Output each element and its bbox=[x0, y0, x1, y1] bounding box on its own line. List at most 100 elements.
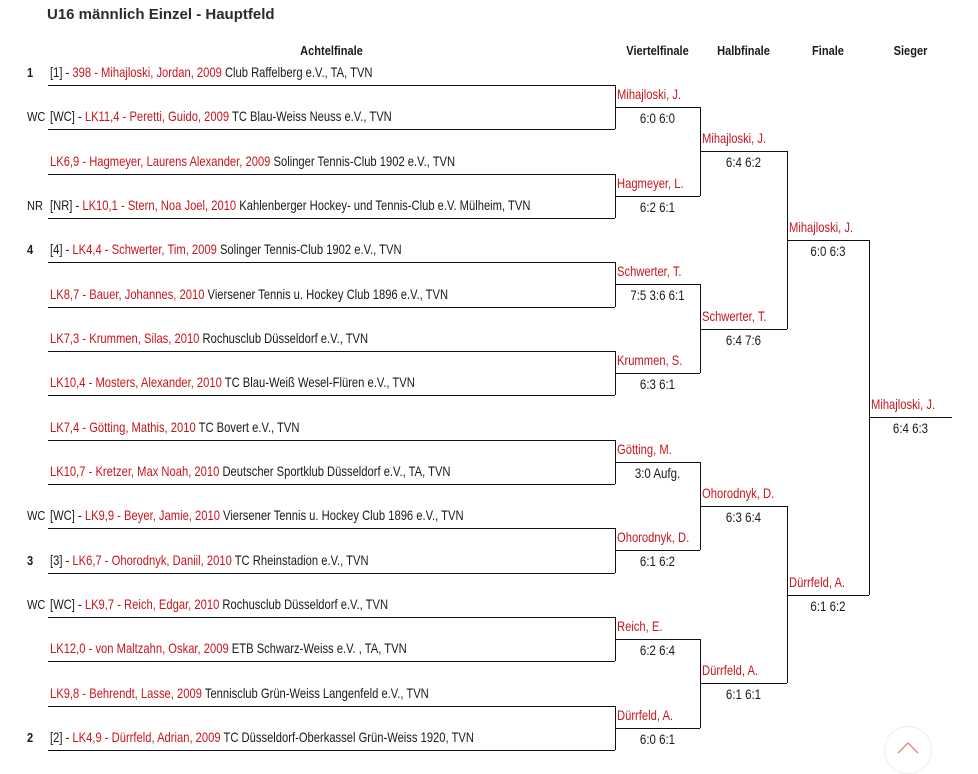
winner-name[interactable]: Krummen, S. bbox=[617, 352, 683, 369]
winner-name[interactable]: Mihajloski, J. bbox=[871, 396, 936, 413]
page-title: U16 männlich Einzel - Hauptfeld bbox=[47, 6, 275, 23]
player-name[interactable]: LK6,9 - Hagmeyer, Laurens Alexander, 200… bbox=[50, 152, 271, 169]
bracket-connector bbox=[615, 616, 616, 662]
player-entry[interactable]: LK6,9 - Hagmeyer, Laurens Alexander, 200… bbox=[50, 153, 455, 169]
player-name[interactable]: 398 - Mihajloski, Jordan, 2009 bbox=[72, 64, 222, 80]
winner-name[interactable]: Mihajloski, J. bbox=[702, 130, 767, 147]
entry-line bbox=[48, 749, 615, 751]
player-name[interactable]: LK9,7 - Reich, Edgar, 2010 bbox=[84, 595, 220, 612]
winner-line bbox=[787, 594, 869, 596]
player-entry[interactable]: [2] - LK4,9 - Dürrfeld, Adrian, 2009 TC … bbox=[50, 729, 474, 745]
player-entry[interactable]: [3] - LK6,7 - Ohorodnyk, Daniil, 2010 TC… bbox=[50, 552, 369, 568]
match-score: 6:4 6:2 bbox=[725, 154, 762, 171]
winner-name[interactable]: Götting, M. bbox=[617, 440, 672, 457]
entry-line bbox=[48, 705, 615, 707]
round-header: Achtelfinale bbox=[300, 43, 363, 58]
winner-name[interactable]: Schwerter, T. bbox=[617, 263, 682, 280]
seed-label: [1] - bbox=[50, 64, 73, 80]
round-header: Halbfinale bbox=[717, 43, 770, 58]
club-name: TC Düsseldorf-Oberkassel Grün-Weiss 1920… bbox=[220, 728, 474, 745]
club-name: Kahlenberger Hockey- und Tennis-Club e.V… bbox=[236, 196, 531, 213]
entry-line bbox=[48, 173, 615, 175]
winner-name[interactable]: Dürrfeld, A. bbox=[789, 573, 846, 590]
match-score: 6:0 6:0 bbox=[639, 110, 676, 127]
player-name[interactable]: LK10,4 - Mosters, Alexander, 2010 bbox=[50, 374, 222, 391]
match-score: 3:0 Aufg. bbox=[634, 464, 681, 481]
entry-line bbox=[48, 129, 615, 131]
winner-name[interactable]: Ohorodnyk, D. bbox=[702, 485, 775, 502]
bracket-connector bbox=[869, 240, 870, 595]
winner-name[interactable]: Schwerter, T. bbox=[702, 307, 767, 324]
player-entry[interactable]: LK10,7 - Kretzer, Max Noah, 2010 Deutsch… bbox=[50, 463, 451, 479]
player-entry[interactable]: [4] - LK4,4 - Schwerter, Tim, 2009 Solin… bbox=[50, 241, 402, 257]
club-name: Club Raffelberg e.V., TA, TVN bbox=[221, 64, 373, 80]
player-name[interactable]: LK10,7 - Kretzer, Max Noah, 2010 bbox=[50, 462, 220, 479]
draw-position: 2 bbox=[27, 729, 34, 745]
winner-name[interactable]: Reich, E. bbox=[617, 618, 663, 635]
player-entry[interactable]: [NR] - LK10,1 - Stern, Noa Joel, 2010 Ka… bbox=[50, 197, 530, 213]
player-entry[interactable]: LK7,3 - Krummen, Silas, 2010 Rochusclub … bbox=[50, 330, 368, 346]
entry-line bbox=[48, 572, 615, 574]
winner-line bbox=[615, 461, 700, 463]
seed-label: [NR] - bbox=[50, 196, 83, 213]
player-name[interactable]: LK4,4 - Schwerter, Tim, 2009 bbox=[72, 241, 217, 258]
match-score: 6:3 6:1 bbox=[639, 376, 676, 393]
winner-line bbox=[615, 550, 700, 552]
player-entry[interactable]: LK12,0 - von Maltzahn, Oskar, 2009 ETB S… bbox=[50, 640, 407, 656]
club-name: Solinger Tennis-Club 1902 e.V., TVN bbox=[216, 241, 402, 258]
entry-line bbox=[48, 217, 615, 219]
player-name[interactable]: LK11,4 - Peretti, Guido, 2009 bbox=[84, 108, 230, 125]
player-name[interactable]: LK7,3 - Krummen, Silas, 2010 bbox=[50, 329, 200, 346]
club-name: TC Blau-Weiß Wesel-Flüren e.V., TVN bbox=[221, 374, 415, 391]
player-name[interactable]: LK4,9 - Dürrfeld, Adrian, 2009 bbox=[72, 728, 221, 745]
winner-line bbox=[615, 727, 700, 729]
match-score: 6:0 6:3 bbox=[810, 243, 846, 260]
player-entry[interactable]: [WC] - LK9,9 - Beyer, Jamie, 2010 Vierse… bbox=[50, 507, 464, 523]
winner-name[interactable]: Dürrfeld, A. bbox=[702, 662, 759, 679]
player-name[interactable]: LK7,4 - Götting, Mathis, 2010 bbox=[50, 418, 196, 435]
seed-label: [WC] - bbox=[50, 108, 85, 125]
club-name: TC Rheinstadion e.V., TVN bbox=[231, 551, 369, 568]
winner-line bbox=[787, 240, 869, 242]
winner-line bbox=[615, 373, 700, 375]
entry-line bbox=[48, 439, 615, 441]
entry-line bbox=[48, 661, 615, 663]
bracket-connector bbox=[615, 705, 616, 750]
player-name[interactable]: LK8,7 - Bauer, Johannes, 2010 bbox=[50, 285, 205, 302]
match-score: 6:1 6:1 bbox=[725, 686, 762, 703]
match-score: 6:2 6:4 bbox=[639, 642, 676, 659]
player-entry[interactable]: [WC] - LK11,4 - Peretti, Guido, 2009 TC … bbox=[50, 108, 392, 124]
winner-name[interactable]: Mihajloski, J. bbox=[789, 219, 854, 236]
match-score: 6:1 6:2 bbox=[639, 553, 676, 570]
winner-name[interactable]: Ohorodnyk, D. bbox=[617, 529, 690, 546]
bracket-connector bbox=[615, 262, 616, 307]
player-entry[interactable]: [1] - 398 - Mihajloski, Jordan, 2009 Clu… bbox=[50, 64, 373, 80]
winner-name[interactable]: Mihajloski, J. bbox=[617, 86, 682, 103]
match-score: 6:0 6:1 bbox=[639, 730, 676, 747]
draw-position: WC bbox=[27, 109, 46, 125]
seed-label: [WC] - bbox=[50, 595, 85, 612]
player-name[interactable]: LK10,1 - Stern, Noa Joel, 2010 bbox=[82, 196, 237, 213]
winner-line bbox=[615, 195, 700, 197]
round-header: Sieger bbox=[893, 43, 928, 58]
player-entry[interactable]: LK9,8 - Behrendt, Lasse, 2009 Tennisclub… bbox=[50, 685, 429, 701]
player-name[interactable]: LK9,8 - Behrendt, Lasse, 2009 bbox=[50, 684, 202, 701]
seed-label: [WC] - bbox=[50, 507, 85, 524]
draw-position: WC bbox=[27, 596, 46, 612]
player-entry[interactable]: LK10,4 - Mosters, Alexander, 2010 TC Bla… bbox=[50, 374, 415, 390]
seed-label: [4] - bbox=[50, 241, 73, 258]
player-entry[interactable]: LK8,7 - Bauer, Johannes, 2010 Viersener … bbox=[50, 286, 448, 302]
player-name[interactable]: LK6,7 - Ohorodnyk, Daniil, 2010 bbox=[72, 551, 232, 568]
club-name: Tennisclub Grün-Weiss Langenfeld e.V., T… bbox=[201, 684, 429, 701]
player-entry[interactable]: [WC] - LK9,7 - Reich, Edgar, 2010 Rochus… bbox=[50, 596, 388, 612]
club-name: TC Blau-Weiss Neuss e.V., TVN bbox=[229, 108, 392, 125]
match-score: 6:4 7:6 bbox=[725, 331, 762, 348]
player-name[interactable]: LK12,0 - von Maltzahn, Oskar, 2009 bbox=[50, 640, 229, 657]
chevron-up-icon bbox=[897, 741, 919, 754]
bracket-connector bbox=[615, 350, 616, 396]
scroll-to-top-button[interactable] bbox=[884, 726, 932, 774]
winner-name[interactable]: Hagmeyer, L. bbox=[617, 174, 684, 191]
player-name[interactable]: LK9,9 - Beyer, Jamie, 2010 bbox=[84, 507, 220, 524]
player-entry[interactable]: LK7,4 - Götting, Mathis, 2010 TC Bovert … bbox=[50, 419, 299, 435]
winner-name[interactable]: Dürrfeld, A. bbox=[617, 706, 674, 723]
